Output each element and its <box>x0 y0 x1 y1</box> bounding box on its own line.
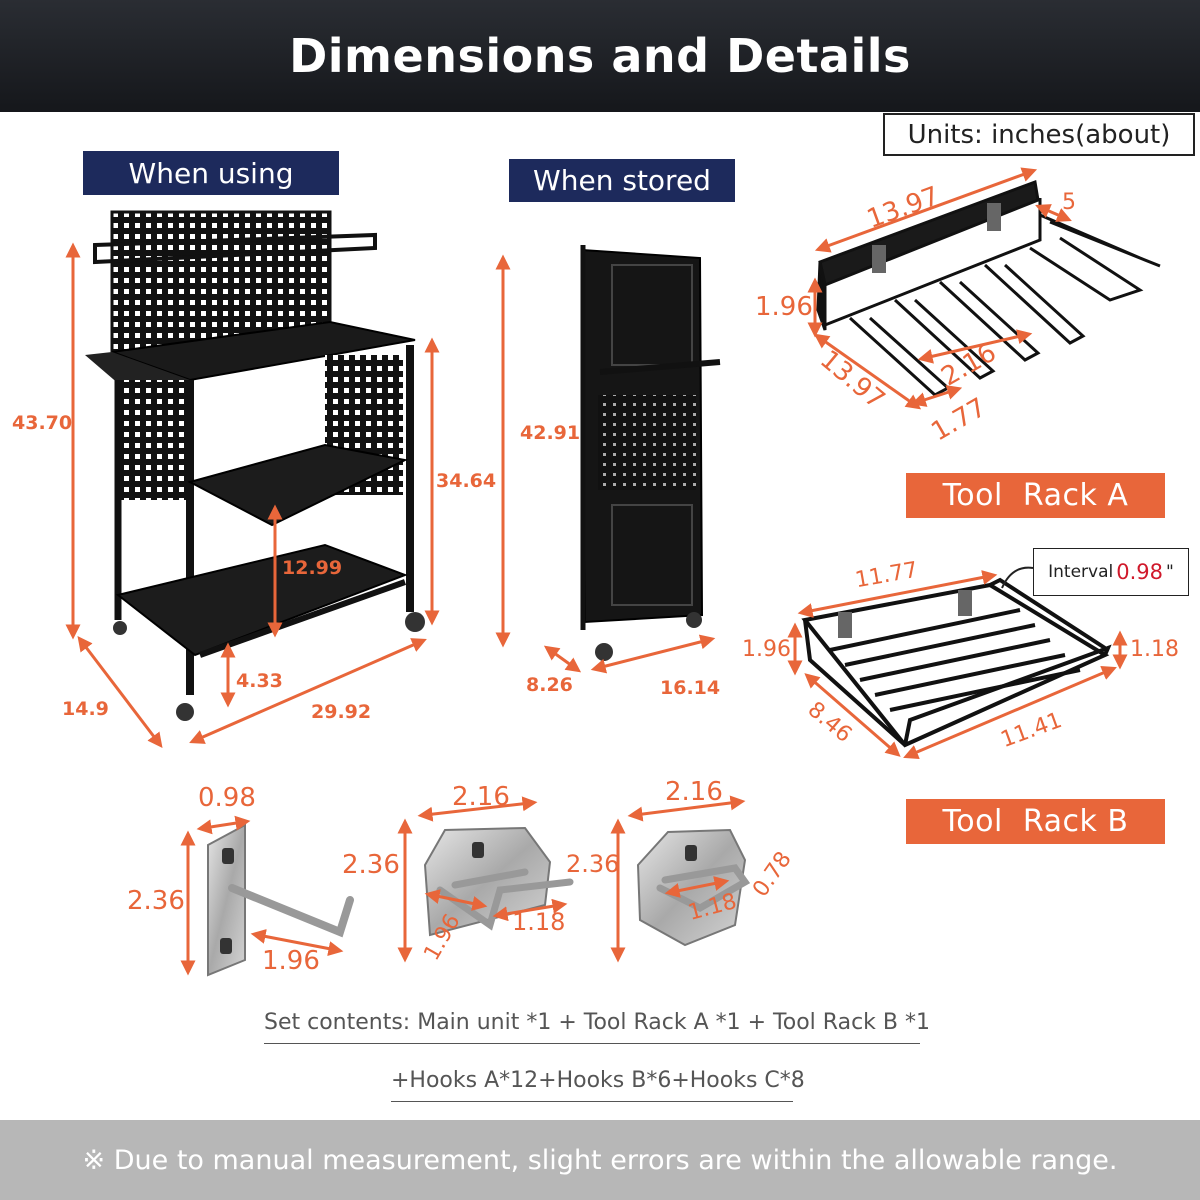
tool-rack-b-illustration <box>801 577 1112 748</box>
cart-illustration <box>85 210 425 721</box>
dim-stored-height: 42.91 <box>520 422 581 444</box>
dim-depth: 14.9 <box>62 698 109 720</box>
dim-hook-c-height: 2.36 <box>566 850 620 878</box>
footer-note: ※ Due to manual measurement, slight erro… <box>0 1120 1200 1200</box>
interval-value: 0.98 <box>1116 560 1164 584</box>
dim-rack-a-end: 5 <box>1062 190 1076 215</box>
set-contents-line2: +Hooks A*12+Hooks B*6+Hooks C*8 <box>391 1068 805 1102</box>
dim-ground-clearance: 4.33 <box>236 670 283 692</box>
dim-hook-b-gap: 1.18 <box>512 908 566 936</box>
dim-rack-b-height-left: 1.96 <box>742 637 791 662</box>
dim-width: 29.92 <box>311 701 372 723</box>
dim-stored-depth: 8.26 <box>526 674 573 696</box>
dim-hook-b-width: 2.16 <box>452 782 510 812</box>
interval-callout: Interval 0.98" <box>1033 548 1189 596</box>
dimension-arrows <box>65 167 1128 976</box>
when-stored-label: When stored <box>509 159 735 202</box>
interval-label: Interval <box>1048 562 1114 582</box>
dim-hook-a-reach: 1.96 <box>262 946 320 976</box>
units-note: Units: inches(about) <box>883 113 1195 156</box>
dim-shelf-gap: 12.99 <box>282 557 343 579</box>
tool-rack-a-label: Tool Rack A <box>906 473 1165 518</box>
dim-stored-width: 16.14 <box>660 677 721 699</box>
dim-hook-a-width: 0.98 <box>198 783 256 813</box>
interval-unit: " <box>1166 562 1174 582</box>
dim-rack-b-height-right: 1.18 <box>1130 637 1179 662</box>
dim-height-total: 43.70 <box>12 412 73 434</box>
interval-pointer <box>1001 566 1034 589</box>
dim-hook-a-height: 2.36 <box>127 886 185 916</box>
stored-cart-illustration <box>580 245 721 661</box>
dim-rack-a-height: 1.96 <box>755 292 813 322</box>
dim-hook-c-width: 2.16 <box>665 777 723 807</box>
dim-hook-b-height: 2.36 <box>342 850 400 880</box>
set-contents-line1: Set contents: Main unit *1 + Tool Rack A… <box>264 1010 930 1044</box>
page-title: Dimensions and Details <box>289 29 911 83</box>
when-using-label: When using <box>83 151 339 195</box>
dim-height-table: 34.64 <box>436 470 497 492</box>
tool-rack-b-label: Tool Rack B <box>906 799 1165 844</box>
header-bar: Dimensions and Details <box>0 0 1200 112</box>
